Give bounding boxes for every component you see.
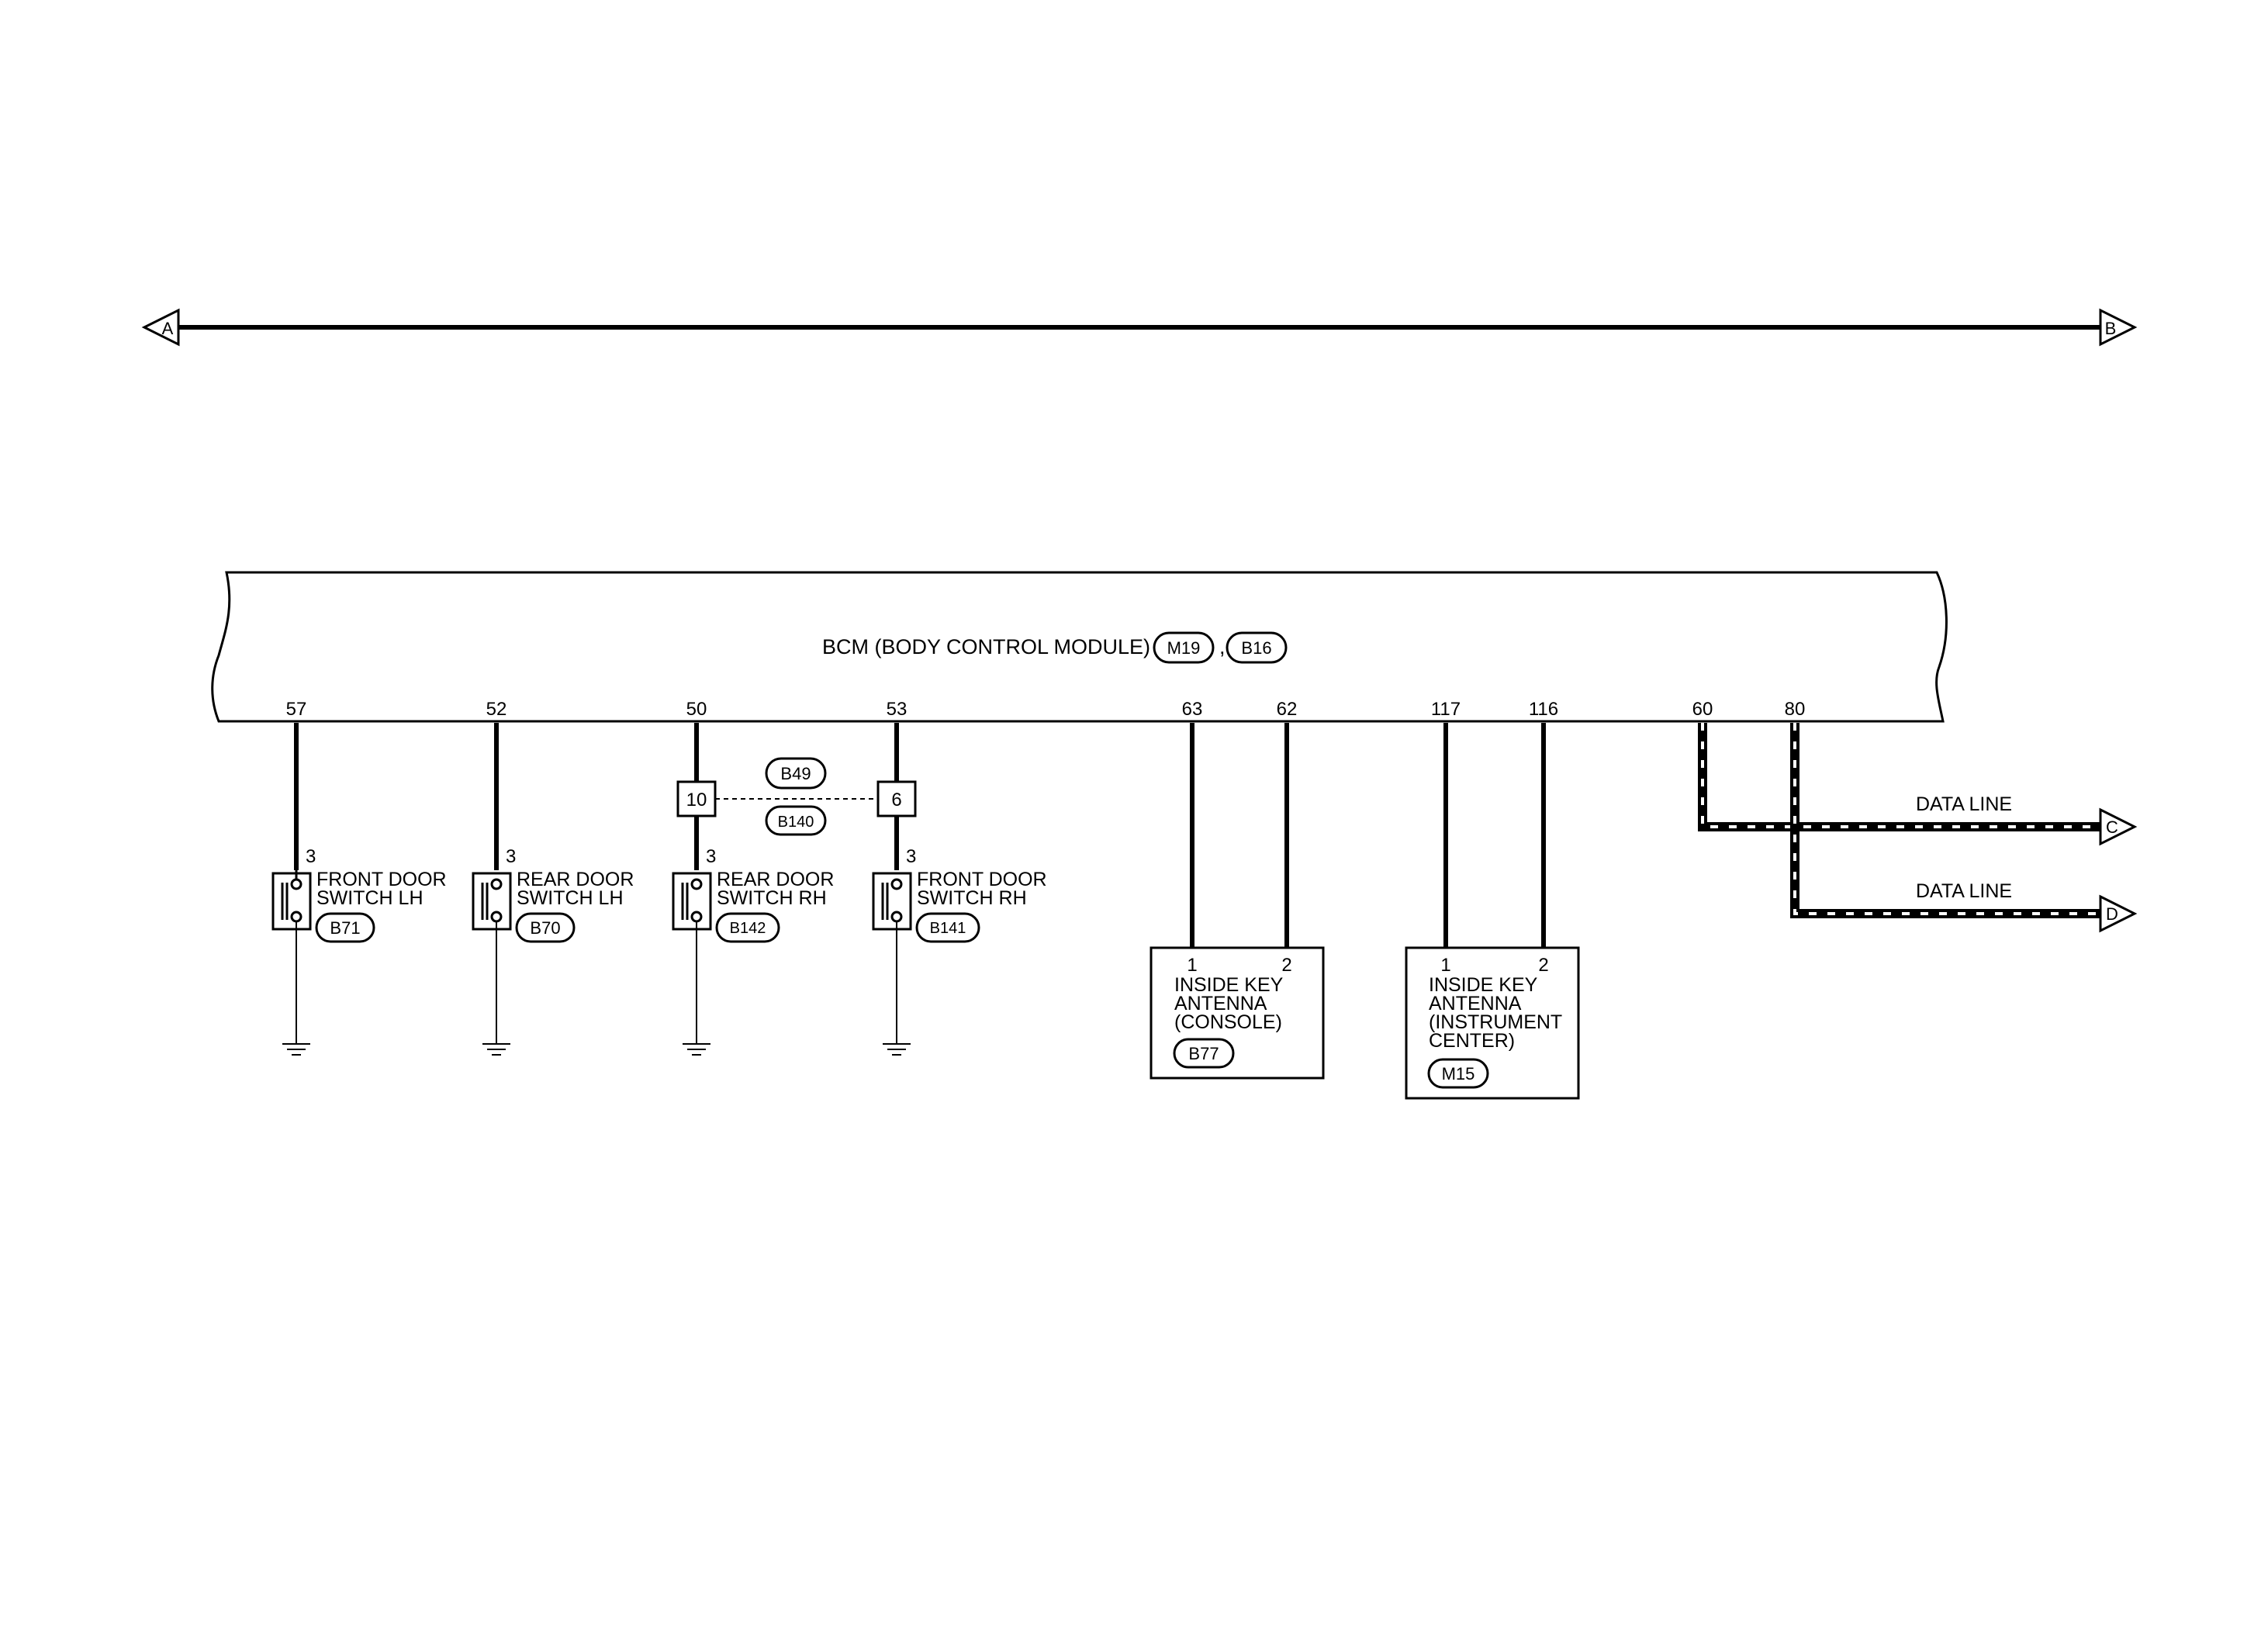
- connector-badge: [1173, 1038, 1235, 1069]
- connector-badge: [1427, 1058, 1489, 1089]
- inside-key-antenna-console: 1 2 INSIDE KEY ANTENNA (CONSOLE) B77: [1150, 723, 1325, 1080]
- antenna-box: [1405, 946, 1580, 1100]
- bcm-pin-63: 63: [1182, 699, 1203, 720]
- switch-pin: 3: [706, 846, 716, 867]
- connector-c-label: C: [2106, 817, 2118, 837]
- junction-pin-right: 6: [891, 790, 901, 810]
- switch-label-line1: FRONT DOOR: [316, 869, 447, 890]
- bcm-pin-62: 62: [1277, 699, 1298, 720]
- switch-pin: 3: [906, 846, 916, 867]
- antenna-label-line2: ANTENNA: [1429, 993, 1522, 1014]
- antenna-pin-2: 2: [1538, 955, 1548, 976]
- antenna-label-line2: ANTENNA: [1174, 993, 1267, 1014]
- bcm-pin-60: 60: [1692, 699, 1713, 720]
- connector-a-arrow: [141, 308, 180, 347]
- junction-connector-top-badge: [765, 757, 827, 790]
- switch-label-line2: SWITCH LH: [517, 887, 624, 909]
- junction-connector-bottom: B140: [778, 814, 814, 831]
- connector-d-arrow: [2099, 894, 2138, 933]
- switch-pin: 3: [306, 846, 316, 867]
- data-line-label-1: DATA LINE: [1916, 793, 2012, 815]
- switch-pin: 3: [506, 846, 516, 867]
- bcm-outline: [211, 571, 1948, 723]
- bcm-pin-50: 50: [686, 699, 707, 720]
- bcm-connector-separator: ,: [1219, 635, 1226, 658]
- bcm-pin-80: 80: [1785, 699, 1806, 720]
- antenna-label-line1: INSIDE KEY: [1429, 974, 1538, 996]
- ground-icon: [482, 1043, 510, 1056]
- junction-connector: 10 6 B49 B140: [676, 723, 917, 870]
- switch-label-line2: SWITCH RH: [717, 887, 827, 909]
- connector-a-label: A: [162, 319, 174, 338]
- switch-connector: B71: [330, 918, 360, 938]
- data-line-c-outer: [1698, 723, 2100, 831]
- connector-d-label: D: [2106, 904, 2118, 924]
- data-line-d-inner: [1793, 723, 2100, 915]
- bcm-pin-52: 52: [486, 699, 507, 720]
- bcm-pin-117: 117: [1431, 699, 1461, 720]
- bcm-title: BCM (BODY CONTROL MODULE): [822, 635, 1150, 658]
- bcm-connector-m19-badge: [1153, 631, 1215, 664]
- front-door-switch-rh-circuit: 3 FRONT DOOR SWITCH RH B141: [872, 846, 1047, 1056]
- switch-label-line1: REAR DOOR: [517, 869, 634, 890]
- connector-c-arrow: [2099, 807, 2138, 846]
- connector-badge: [315, 912, 375, 943]
- antenna-label-line1: INSIDE KEY: [1174, 974, 1284, 996]
- bcm-connector-b16-badge: [1226, 631, 1288, 664]
- antenna-label-line3: (CONSOLE): [1174, 1011, 1282, 1033]
- connector-b-label: B: [2105, 319, 2117, 338]
- data-line-label-2: DATA LINE: [1916, 880, 2012, 902]
- antenna-label-line3: (INSTRUMENT: [1429, 1011, 1562, 1033]
- bcm-connector-b16: B16: [1241, 638, 1271, 658]
- antenna-pin-1: 1: [1187, 955, 1197, 976]
- rear-door-switch-lh-circuit: 3 REAR DOOR SWITCH LH B70: [472, 723, 634, 1056]
- antenna-label-line4: CENTER): [1429, 1030, 1515, 1052]
- ground-icon: [883, 1043, 911, 1056]
- connector-badge: [515, 912, 576, 943]
- bcm-module: BCM (BODY CONTROL MODULE) M19 , B16 57 5…: [211, 571, 1948, 723]
- switch-label-line1: FRONT DOOR: [917, 869, 1047, 890]
- connector-badge: [915, 912, 980, 943]
- ground-icon: [683, 1043, 710, 1056]
- switch-label-line1: REAR DOOR: [717, 869, 834, 890]
- data-line-c-inner: [1701, 723, 2100, 828]
- connector-badge: [715, 912, 780, 943]
- junction-connector-bottom-badge: [765, 805, 827, 836]
- data-lines: DATA LINE DATA LINE C D: [1698, 723, 2138, 933]
- connector-b-arrow: [2099, 308, 2138, 347]
- bcm-pin-116: 116: [1529, 699, 1558, 720]
- bcm-pin-53: 53: [887, 699, 908, 720]
- ground-icon: [282, 1043, 310, 1056]
- antenna-connector: M15: [1442, 1064, 1475, 1083]
- top-bus-line: A B: [141, 308, 2138, 347]
- switch-label-line2: SWITCH RH: [917, 887, 1027, 909]
- antenna-pin-1: 1: [1440, 955, 1450, 976]
- inside-key-antenna-instrument-center: 1 2 INSIDE KEY ANTENNA (INSTRUMENT CENTE…: [1405, 723, 1580, 1100]
- switch-connector: B141: [930, 920, 966, 937]
- switch-connector: B142: [730, 920, 766, 937]
- rear-door-switch-rh-circuit: 3 REAR DOOR SWITCH RH B142: [672, 846, 834, 1056]
- bcm-pin-57: 57: [286, 699, 307, 720]
- antenna-pin-2: 2: [1281, 955, 1291, 976]
- front-door-switch-lh-circuit: 3 FRONT DOOR SWITCH LH B71: [271, 723, 447, 1056]
- switch-connector: B70: [530, 918, 560, 938]
- antenna-connector: B77: [1188, 1044, 1219, 1063]
- junction-pin-left: 10: [686, 790, 707, 810]
- switch-label-line2: SWITCH LH: [316, 887, 424, 909]
- bcm-connector-m19: M19: [1167, 638, 1201, 658]
- junction-connector-top: B49: [780, 764, 811, 783]
